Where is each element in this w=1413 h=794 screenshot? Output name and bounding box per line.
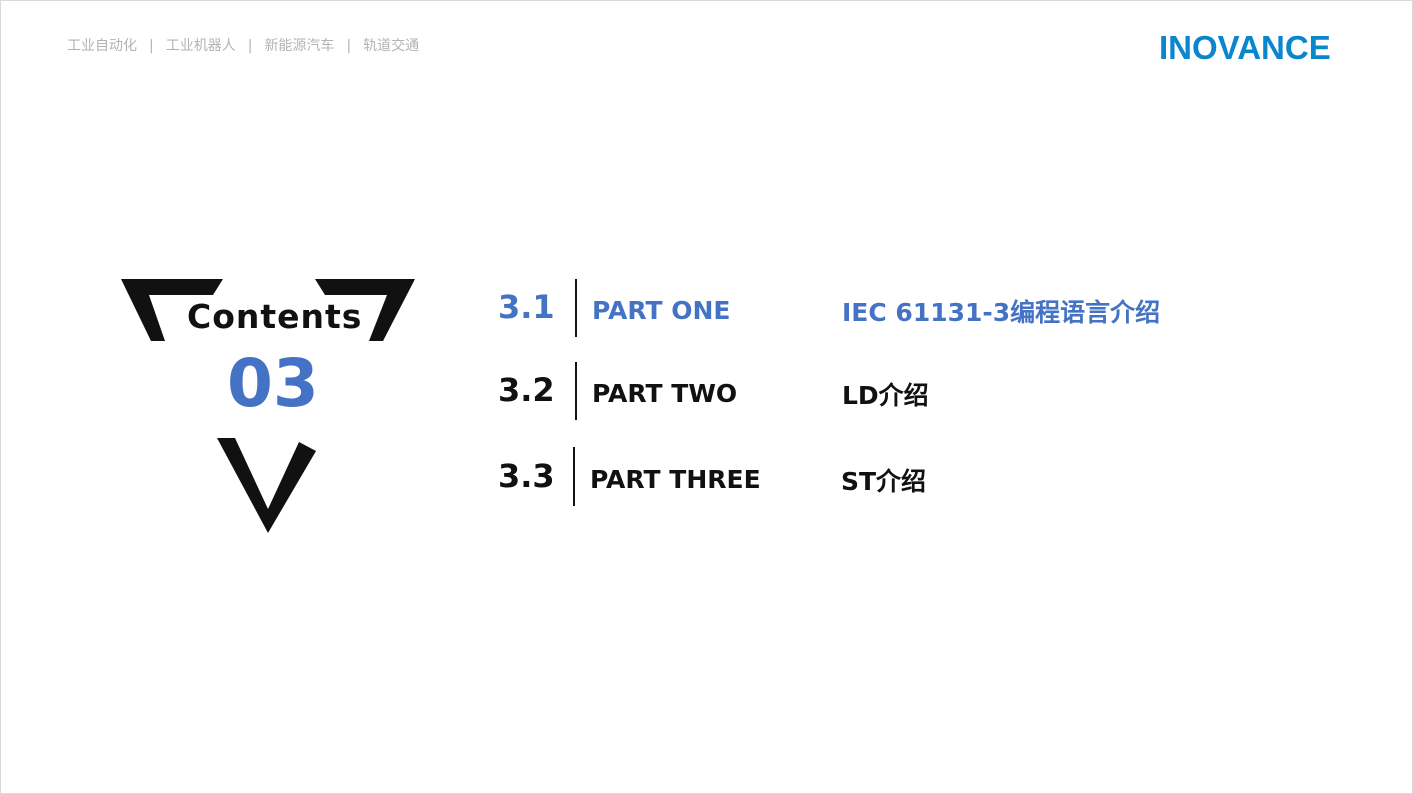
toc-item-number: 3.1 bbox=[498, 288, 555, 326]
nav-separator: | bbox=[149, 38, 154, 54]
contents-triangle-graphic bbox=[121, 279, 415, 533]
company-logo: INOVANCE bbox=[1159, 29, 1331, 66]
toc-item-title: ST介绍 bbox=[841, 467, 927, 496]
nav-item-industrial-robot: 工业机器人 bbox=[165, 38, 236, 54]
toc-divider bbox=[575, 279, 577, 337]
contents-label: Contents bbox=[187, 297, 363, 336]
nav-separator: | bbox=[346, 38, 352, 54]
toc-item-number: 3.2 bbox=[498, 371, 555, 409]
nav-item-industrial-automation: 工业自动化 bbox=[67, 38, 137, 54]
toc-item-part: PART TWO bbox=[592, 379, 738, 408]
triangle-top-right-bracket bbox=[315, 279, 415, 341]
nav-separator: | bbox=[247, 38, 253, 54]
toc-item-title: LD介绍 bbox=[842, 381, 929, 410]
toc-item-part: PART THREE bbox=[590, 465, 761, 494]
triangle-bottom-chevron bbox=[217, 438, 316, 533]
toc-item-title: IEC 61131-3编程语言介绍 bbox=[842, 298, 1161, 327]
triangle-top-left-bracket bbox=[121, 279, 223, 341]
toc-item-part: PART ONE bbox=[592, 296, 731, 325]
nav-item-new-energy-vehicle: 新能源汽车 bbox=[264, 38, 335, 54]
toc-divider bbox=[573, 447, 575, 506]
toc-divider bbox=[575, 362, 577, 420]
header-nav: 工业自动化 | 工业机器人 | 新能源汽车 | 轨道交通 bbox=[67, 35, 419, 55]
nav-item-rail-transit: 轨道交通 bbox=[363, 38, 420, 54]
chapter-number: 03 bbox=[227, 345, 319, 422]
toc-item-number: 3.3 bbox=[498, 457, 555, 495]
